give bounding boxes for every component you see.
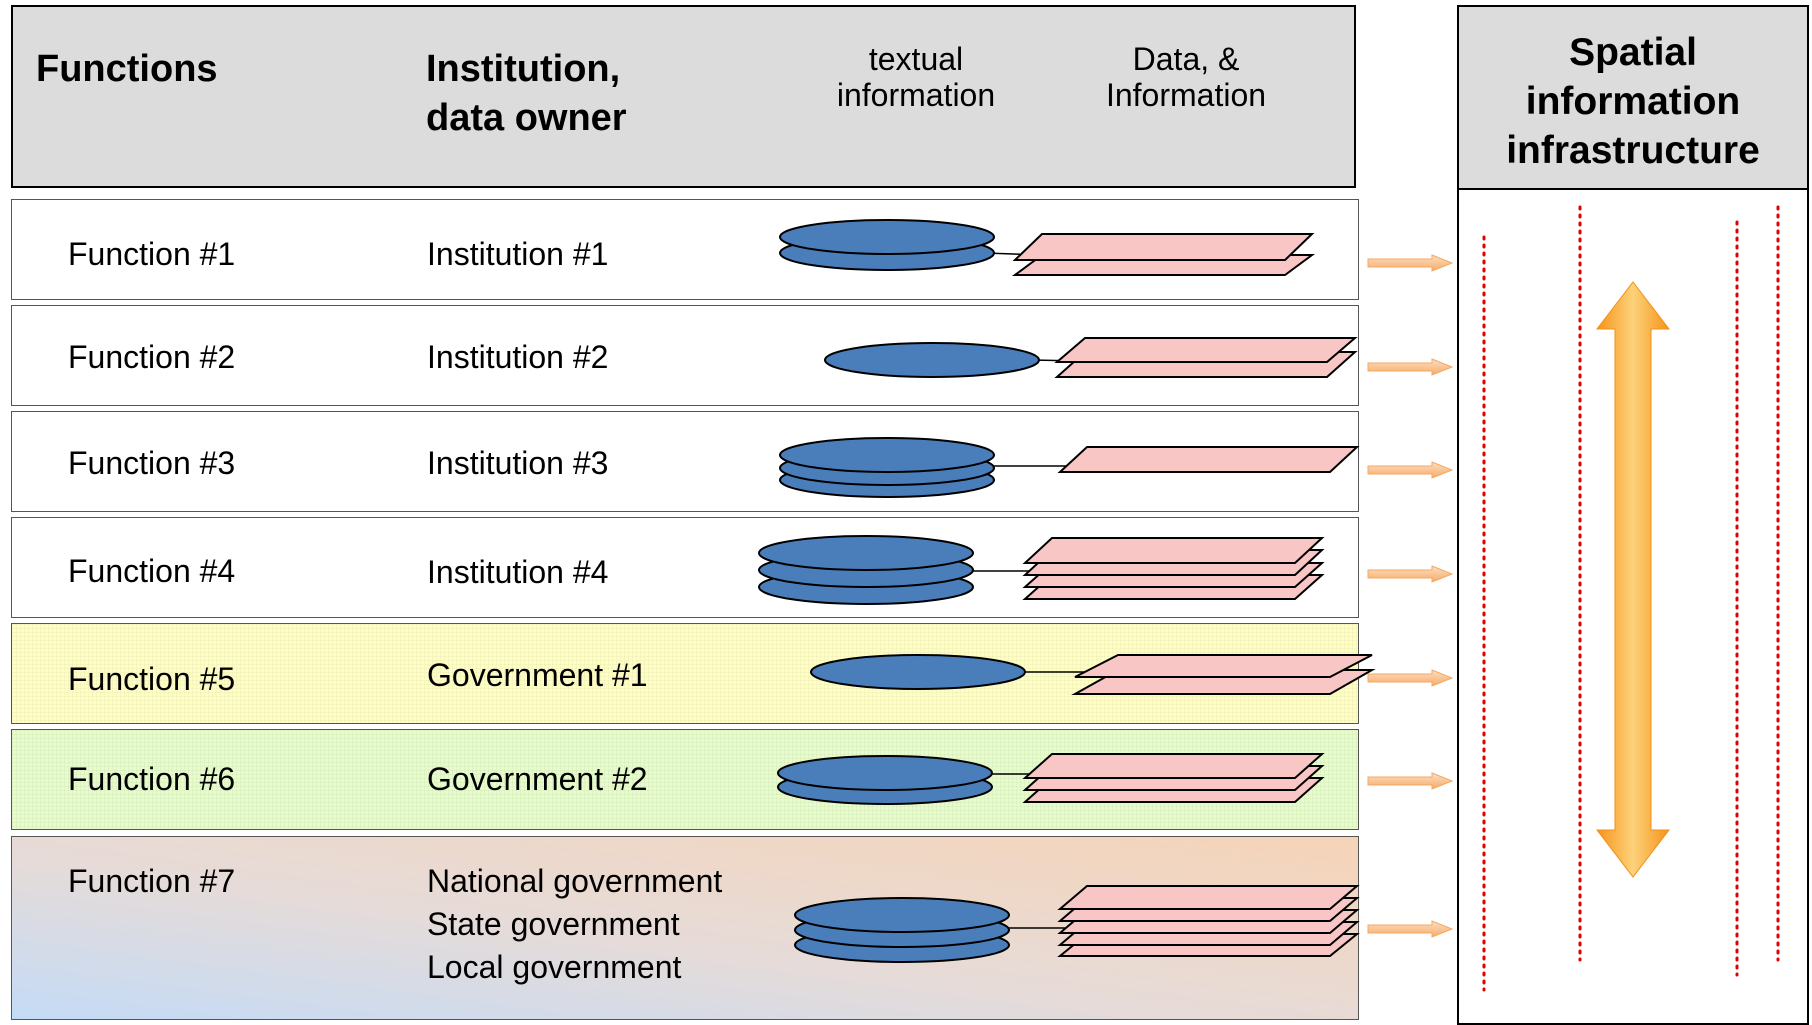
institution-label: Institution #4 — [427, 554, 609, 590]
flow-arrow-5 — [1367, 669, 1454, 687]
function-row-1: Function #1 Institution #1 — [11, 199, 1359, 300]
header-institution-line2: data owner — [426, 97, 627, 139]
textual-record-icon — [794, 897, 1010, 933]
double-headed-arrow-icon — [1595, 281, 1671, 878]
function-label: Function #2 — [68, 339, 236, 375]
institution-label: Institution #3 — [427, 445, 609, 481]
function-label: Function #5 — [68, 661, 236, 697]
institution-national: National government — [427, 863, 723, 899]
spatial-title-line3: infrastructure — [1506, 129, 1760, 172]
data-layer-icon — [1054, 337, 1358, 363]
flow-arrow-3 — [1367, 461, 1454, 479]
header-functions: Functions — [36, 48, 218, 90]
flow-arrow-1 — [1367, 254, 1454, 272]
institution-local: Local government — [427, 949, 682, 985]
header-bar: Functions Institution, data owner textua… — [11, 5, 1356, 188]
institution-label: Institution #1 — [427, 236, 609, 272]
header-data-line1: Data, & — [1132, 41, 1240, 77]
institution-label: Institution #2 — [427, 339, 609, 375]
header-institution-line1: Institution, — [426, 48, 621, 90]
row3-graphics — [779, 437, 1360, 498]
row4-graphics — [758, 535, 1325, 605]
spatial-title-line2: information — [1525, 80, 1741, 123]
flow-arrow-6 — [1367, 772, 1454, 790]
spatial-infrastructure-panel: Spatial information infrastructure — [1457, 5, 1809, 1025]
textual-record-icon — [758, 535, 974, 571]
header-data-line2: Information — [1105, 77, 1267, 113]
flow-arrow-7 — [1367, 920, 1454, 938]
institution-state: State government — [427, 906, 680, 942]
function-label: Function #1 — [68, 236, 236, 272]
data-layer-icon — [1074, 654, 1373, 678]
spatial-title-line1: Spatial — [1569, 31, 1697, 74]
data-layer-icon — [1022, 537, 1325, 564]
row1-graphics — [779, 219, 1316, 276]
function-label: Function #6 — [68, 761, 236, 797]
dotted-lines — [1482, 205, 1780, 992]
flow-arrow-2 — [1367, 358, 1454, 376]
spatial-infrastructure-header: Spatial information infrastructure — [1459, 7, 1807, 190]
row5-graphics — [810, 654, 1376, 695]
function-label: Function #3 — [68, 445, 236, 481]
flow-arrows — [1367, 254, 1454, 938]
header-textual-line2: information — [836, 77, 996, 113]
data-layer-icon — [1057, 885, 1360, 910]
textual-record-icon — [779, 219, 995, 255]
flow-arrow-4 — [1367, 565, 1454, 583]
textual-record-icon — [824, 342, 1040, 378]
function-label: Function #7 — [68, 863, 236, 899]
textual-record-icon — [810, 654, 1026, 690]
row7-graphics — [794, 885, 1360, 963]
data-layer-icon — [1057, 446, 1360, 473]
textual-record-icon — [779, 437, 995, 473]
institution-label: Government #2 — [427, 761, 648, 797]
header-textual-line1: textual — [868, 41, 964, 77]
institution-label: Government #1 — [427, 657, 648, 693]
function-label: Function #4 — [68, 553, 236, 589]
data-layer-icon — [1012, 233, 1315, 261]
row2-graphics — [824, 337, 1358, 378]
textual-record-icon — [777, 755, 993, 791]
row6-graphics — [777, 753, 1325, 805]
data-layer-icon — [1022, 753, 1325, 779]
